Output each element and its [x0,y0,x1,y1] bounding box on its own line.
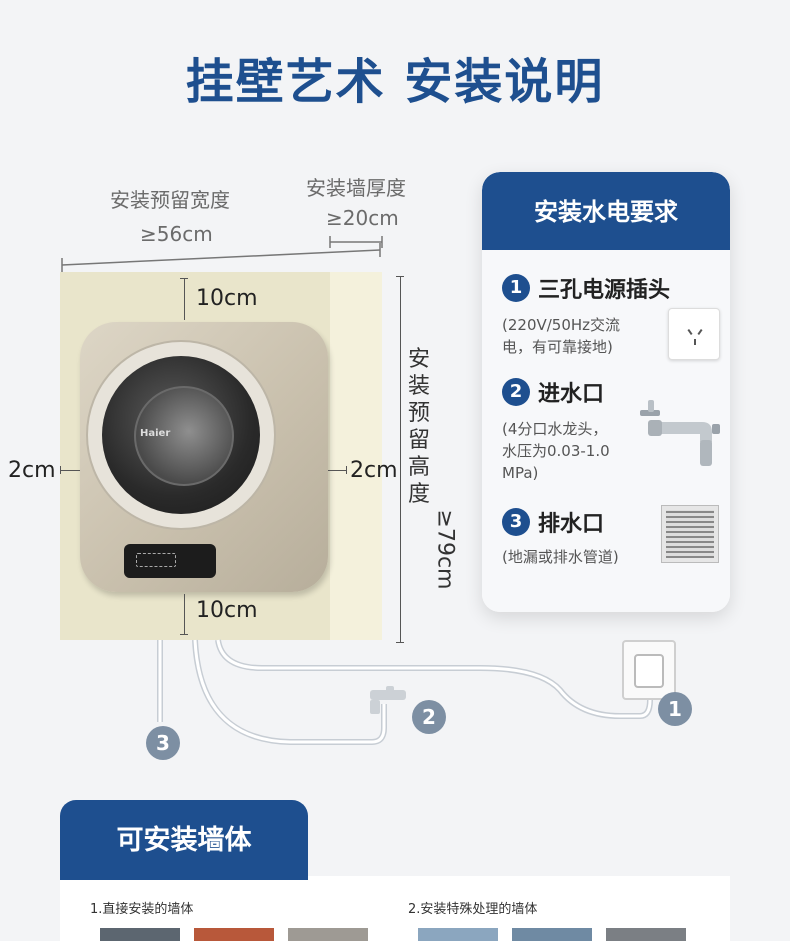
req-note-1-line2: 电，有可靠接地) [502,338,613,356]
wall-mounted-washer: Haier [80,322,328,592]
special-wall-swatch-2 [512,928,592,941]
left-gap-line [60,470,80,471]
requirements-header: 安装水电要求 [482,172,730,250]
right-gap-tick [346,466,347,474]
req-title-2: 进水口 [538,382,605,407]
walls-body: 1.直接安装的墙体 2.安装特殊处理的墙体 [60,876,730,941]
req-title-3: 排水口 [538,512,605,537]
height-line [400,276,401,642]
req-num-3: 3 [502,508,530,536]
bottom-gap-label: 10cm [196,598,258,623]
wall-thickness-label: 安装墙厚度 [306,176,406,200]
badge-power: 1 [658,692,692,726]
right-gap-line [328,470,346,471]
wall-thickness-value: ≥20cm [326,206,399,230]
height-label-text: 安装预留高度 [407,347,430,507]
brick-wall-swatch-3 [288,928,368,941]
top-gap-tick [180,278,188,279]
requirement-item-water-inlet: 2 进水口 [502,376,604,408]
width-label: 安装预留宽度 [110,188,230,212]
door-ring: Haier [86,340,276,530]
brick-wall-swatch-2 [194,928,274,941]
wall-socket-icon [622,640,676,700]
left-gap-tick [60,466,61,474]
req-note-1: (220V/50Hz交流 电，有可靠接地) [502,314,620,358]
req-note-2-line2: 水压为0.03-1.0 [502,442,610,460]
special-wall-swatch-3 [606,928,686,941]
req-title-1: 三孔电源插头 [538,278,671,303]
badge-drain: 3 [146,726,180,760]
top-gap-label: 10cm [196,286,258,311]
page-title: 挂壁艺术 安装说明 [185,54,605,110]
requirement-item-drain: 3 排水口 [502,506,604,538]
faucet-icon [638,394,722,474]
brick-wall-swatch-1 [100,928,180,941]
drain-icon [661,505,719,563]
walls-category-direct: 1.直接安装的墙体 [90,902,194,917]
req-note-2-line3: MPa) [502,464,539,482]
left-gap-label: 2cm [8,458,56,483]
requirements-card: 安装水电要求 1 三孔电源插头 (220V/50Hz交流 电，有可靠接地) 2 进水… [482,172,730,612]
req-note-2: (4分口水龙头， 水压为0.03-1.0 MPa) [502,418,610,484]
req-note-1-line1: (220V/50Hz交流 [502,316,621,334]
req-note-2-line1: (4分口水龙头， [502,420,608,438]
height-tick-top [396,276,404,277]
plug-icon [634,654,664,688]
right-gap-label: 2cm [350,458,398,483]
top-gap-line [184,278,185,320]
req-num-2: 2 [502,378,530,406]
badge-water-inlet: 2 [412,700,446,734]
req-note-3: (地漏或排水管道) [502,546,619,568]
socket-icon [668,308,720,360]
washer-drum [134,386,234,486]
height-tick-bottom [396,642,404,643]
bottom-gap-line [184,594,185,634]
height-label: 安装预留高度 ≥79cm [405,346,458,589]
req-num-1: 1 [502,274,530,302]
walls-header: 可安装墙体 [60,800,308,880]
walls-category-special: 2.安装特殊处理的墙体 [408,902,538,917]
special-wall-swatch-1 [418,928,498,941]
control-panel [124,544,216,578]
bottom-gap-tick [180,634,188,635]
requirement-item-power: 1 三孔电源插头 [502,272,670,304]
brand-logo: Haier [140,428,171,439]
width-value: ≥56cm [140,222,213,246]
washer-door: Haier [102,356,260,514]
wall-faucet-icon [366,686,416,726]
wall-side-face [330,272,382,640]
installable-walls-section: 1.直接安装的墙体 2.安装特殊处理的墙体 可安装墙体 [60,800,730,941]
req-note-3-line1: (地漏或排水管道) [502,548,619,566]
panel-display [136,553,176,567]
